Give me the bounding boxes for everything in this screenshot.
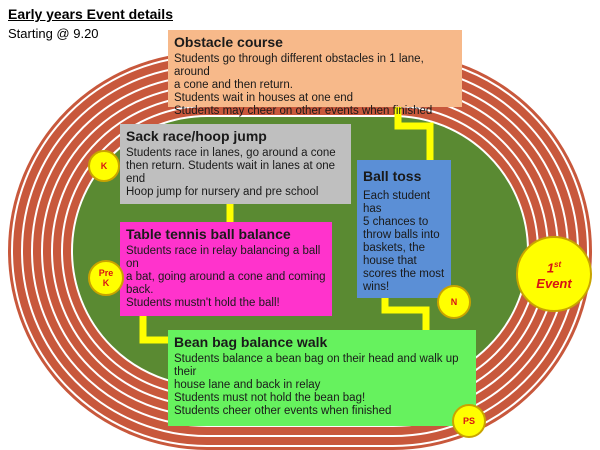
first-event-word: Event [536, 275, 572, 291]
event-line: then return. Students wait in lanes at o… [126, 160, 336, 185]
event-line: scores the most [363, 268, 445, 280]
event-line: throw balls into [363, 229, 440, 241]
connector-balltoss [381, 298, 430, 330]
event-card-obstacle-course: Obstacle course Students go through diff… [168, 30, 462, 117]
badge-first-event: 1st Event [516, 236, 592, 312]
event-line: Students go through different obstacles … [174, 53, 424, 78]
first-event-suffix: st [554, 260, 562, 270]
event-line: house that [363, 255, 417, 267]
event-line: wins! [363, 281, 390, 293]
event-line: back. [126, 284, 154, 296]
event-line: Students mustn't hold the ball! [126, 297, 280, 309]
event-title: Obstacle course [174, 34, 283, 50]
event-line: Students cheer other events when finishe… [174, 405, 392, 417]
badge-n: N [437, 285, 471, 319]
event-title: Ball toss [363, 168, 422, 184]
badge-label: PS [462, 416, 475, 426]
event-card-table-tennis-balance: Table tennis ball balance Students race … [120, 222, 332, 316]
event-title: Bean bag balance walk [174, 334, 328, 350]
badge-pre-k: Pre K [88, 260, 124, 296]
event-line: Each student has [363, 190, 431, 215]
badge-label: K [100, 161, 108, 171]
event-line: a cone and then return. [174, 79, 293, 91]
event-line: Students must not hold the bean bag! [174, 392, 366, 404]
event-line: Students wait in houses at one end [174, 92, 354, 104]
badge-label-bottom: K [102, 278, 110, 288]
event-line: Students balance a bean bag on their hea… [174, 353, 459, 378]
first-event-number: 1 [546, 260, 555, 276]
event-line: Hoop jump for nursery and pre school [126, 186, 319, 198]
event-line: Students may cheer on other events when … [174, 105, 433, 117]
event-title: Sack race/hoop jump [126, 128, 267, 144]
event-card-bean-bag-walk: Bean bag balance walk Students balance a… [168, 330, 476, 426]
badge-label-top: Pre [98, 268, 114, 278]
event-card-ball-toss: Ball toss Each student has 5 chances to … [357, 160, 451, 298]
event-title: Table tennis ball balance [126, 226, 291, 242]
event-line: Students race in relay balancing a ball … [126, 245, 321, 270]
event-line: baskets, the [363, 242, 426, 254]
badge-k: K [88, 150, 120, 182]
badge-ps: PS [452, 404, 486, 438]
connector-obstacle [394, 107, 434, 160]
event-line: house lane and back in relay [174, 379, 321, 391]
event-line: a bat, going around a cone and coming [126, 271, 326, 283]
badge-label: N [450, 297, 458, 307]
start-time: Starting @ 9.20 [8, 26, 99, 41]
connector-tabletennis [139, 316, 168, 344]
page-title: Early years Event details [8, 6, 173, 22]
first-event-ordinal: 1st [547, 257, 561, 275]
event-line: Students race in lanes, go around a cone [126, 147, 336, 159]
event-card-sack-race: Sack race/hoop jump Students race in lan… [120, 124, 351, 204]
event-line: 5 chances to [363, 216, 429, 228]
